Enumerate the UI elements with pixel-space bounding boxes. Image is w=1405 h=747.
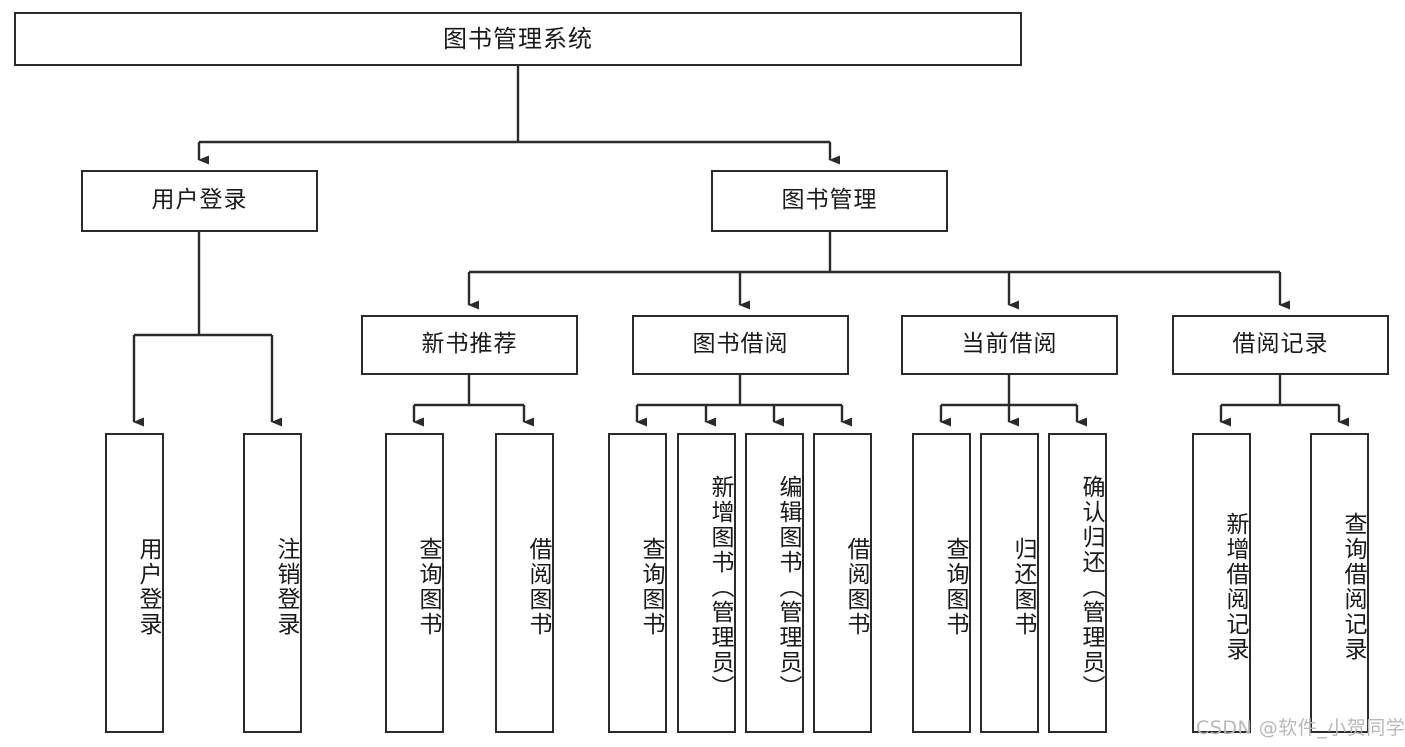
node-book-management[interactable]: 图书管理	[711, 170, 948, 232]
node-root-book-management-system[interactable]: 图书管理系统	[14, 12, 1022, 66]
leaf-current-borrow-return[interactable]: 归还图书	[980, 433, 1039, 733]
node-label: 查询图书	[942, 537, 968, 637]
node-label: 新书推荐	[421, 331, 518, 358]
leaf-book-borrow-query[interactable]: 查询图书	[608, 433, 667, 733]
leaf-user-login-logout[interactable]: 注销登录	[243, 433, 302, 733]
node-borrow-record[interactable]: 借阅记录	[1172, 315, 1389, 375]
node-label: 图书管理	[781, 187, 878, 214]
csdn-watermark: CSDN @软件_小贺同学	[1196, 717, 1405, 739]
node-label: 借阅记录	[1232, 331, 1329, 358]
leaf-user-login-login[interactable]: 用户登录	[105, 433, 164, 733]
node-new-book-recommend[interactable]: 新书推荐	[361, 315, 578, 375]
node-label: 查询图书	[638, 537, 664, 637]
node-user-login[interactable]: 用户登录	[81, 170, 318, 232]
leaf-new-book-query[interactable]: 查询图书	[385, 433, 444, 733]
leaf-current-borrow-confirm-return[interactable]: 确认归还（管理员）	[1048, 433, 1107, 733]
node-label: 借阅图书	[843, 537, 869, 637]
node-label: 查询图书	[415, 537, 441, 637]
node-label: 借阅图书	[525, 537, 551, 637]
leaf-book-borrow-add[interactable]: 新增图书（管理员）	[677, 433, 736, 733]
node-label: 新增图书（管理员）	[707, 474, 733, 700]
node-label: 图书借阅	[692, 331, 789, 358]
node-current-borrow[interactable]: 当前借阅	[901, 315, 1118, 375]
leaf-book-borrow-borrow[interactable]: 借阅图书	[813, 433, 872, 733]
leaf-current-borrow-query[interactable]: 查询图书	[912, 433, 971, 733]
node-book-borrow[interactable]: 图书借阅	[632, 315, 849, 375]
node-label: 当前借阅	[961, 331, 1058, 358]
node-label: 图书管理系统	[443, 24, 593, 53]
node-label: 确认归还（管理员）	[1078, 474, 1104, 700]
node-label: 归还图书	[1010, 537, 1036, 637]
leaf-book-borrow-edit[interactable]: 编辑图书（管理员）	[745, 433, 804, 733]
node-label: 用户登录	[151, 187, 248, 214]
node-label: 编辑图书（管理员）	[775, 474, 801, 700]
node-label: 新增借阅记录	[1222, 512, 1248, 662]
leaf-new-book-borrow[interactable]: 借阅图书	[495, 433, 554, 733]
leaf-borrow-record-add[interactable]: 新增借阅记录	[1192, 433, 1251, 733]
node-label: 查询借阅记录	[1340, 512, 1366, 662]
node-label: 用户登录	[135, 537, 161, 637]
node-label: 注销登录	[273, 537, 299, 637]
leaf-borrow-record-query[interactable]: 查询借阅记录	[1310, 433, 1369, 733]
